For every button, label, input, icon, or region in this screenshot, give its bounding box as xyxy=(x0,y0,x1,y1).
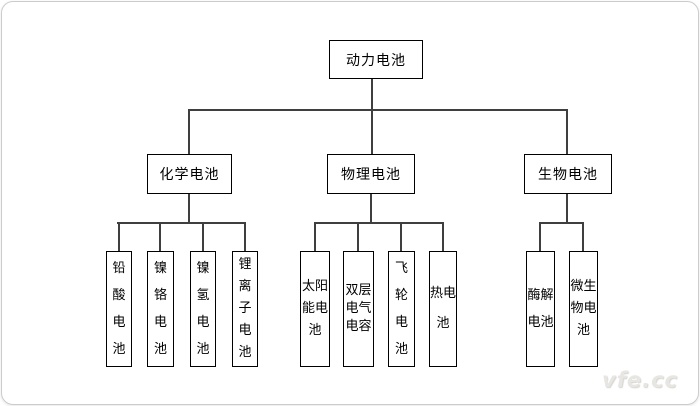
connector-drop-flywheel xyxy=(400,223,402,251)
connector-feeder-physical xyxy=(370,194,372,223)
connector-bus-biological xyxy=(539,222,584,224)
node-label: 双层电气电容 xyxy=(345,283,372,334)
connector-drop-double-layer-capacitor xyxy=(357,223,359,251)
connector-bus-level1 xyxy=(188,109,568,111)
node-label: 太阳能电池 xyxy=(301,279,328,338)
node-microbial-battery: 微生物电池 xyxy=(569,251,598,367)
node-label: 化学电池 xyxy=(159,167,220,183)
connector-drop-microbial xyxy=(582,223,584,251)
node-label: 热电池 xyxy=(430,286,457,331)
node-nickel-chromium-battery: 镍铬电池 xyxy=(147,251,174,367)
node-label: 锂离子电池 xyxy=(238,257,252,360)
node-lead-acid-battery: 铅酸电池 xyxy=(106,251,132,367)
node-flywheel-battery: 飞轮电池 xyxy=(388,251,415,367)
node-label: 酶解电池 xyxy=(527,288,554,330)
node-label: 物理电池 xyxy=(341,167,401,183)
connector-drop-lithium-ion xyxy=(244,223,246,251)
connector-drop-chemical xyxy=(188,110,190,155)
node-label: 镍铬电池 xyxy=(153,261,167,357)
node-label: 镍氢电池 xyxy=(196,261,210,357)
connector-drop-physical xyxy=(371,110,373,155)
connector-root-feeder xyxy=(371,79,373,110)
connector-feeder-chemical xyxy=(188,194,190,223)
connector-drop-biological xyxy=(566,110,568,155)
connector-drop-nickel-chromium xyxy=(159,223,161,251)
connector-drop-solar xyxy=(314,223,316,251)
watermark: vfe.cc xyxy=(602,368,678,392)
connector-bus-physical xyxy=(314,222,444,224)
connector-drop-thermal xyxy=(442,223,444,251)
connector-feeder-biological xyxy=(566,194,568,223)
node-label: 微生物电池 xyxy=(570,279,597,338)
node-solar-battery: 太阳能电池 xyxy=(300,251,330,367)
node-biological-battery: 生物电池 xyxy=(524,154,612,194)
node-lithium-ion-battery: 锂离子电池 xyxy=(232,251,258,367)
connector-bus-chemical xyxy=(117,222,246,224)
node-label: 铅酸电池 xyxy=(112,261,126,357)
connector-drop-nickel-hydrogen xyxy=(202,223,204,251)
node-physical-battery: 物理电池 xyxy=(327,154,415,194)
node-label: 飞轮电池 xyxy=(394,261,408,357)
node-enzymatic-battery: 酶解电池 xyxy=(526,251,555,367)
connector-drop-lead-acid xyxy=(118,223,120,251)
node-label: 动力电池 xyxy=(346,52,406,69)
node-label: 生物电池 xyxy=(538,167,598,183)
node-nickel-hydrogen-battery: 镍氢电池 xyxy=(190,251,216,367)
node-power-battery: 动力电池 xyxy=(329,40,423,79)
node-double-layer-capacitor: 双层电气电容 xyxy=(343,251,374,367)
node-thermal-battery: 热电池 xyxy=(429,251,457,367)
connector-drop-enzymatic xyxy=(539,223,541,251)
node-chemical-battery: 化学电池 xyxy=(147,154,232,194)
